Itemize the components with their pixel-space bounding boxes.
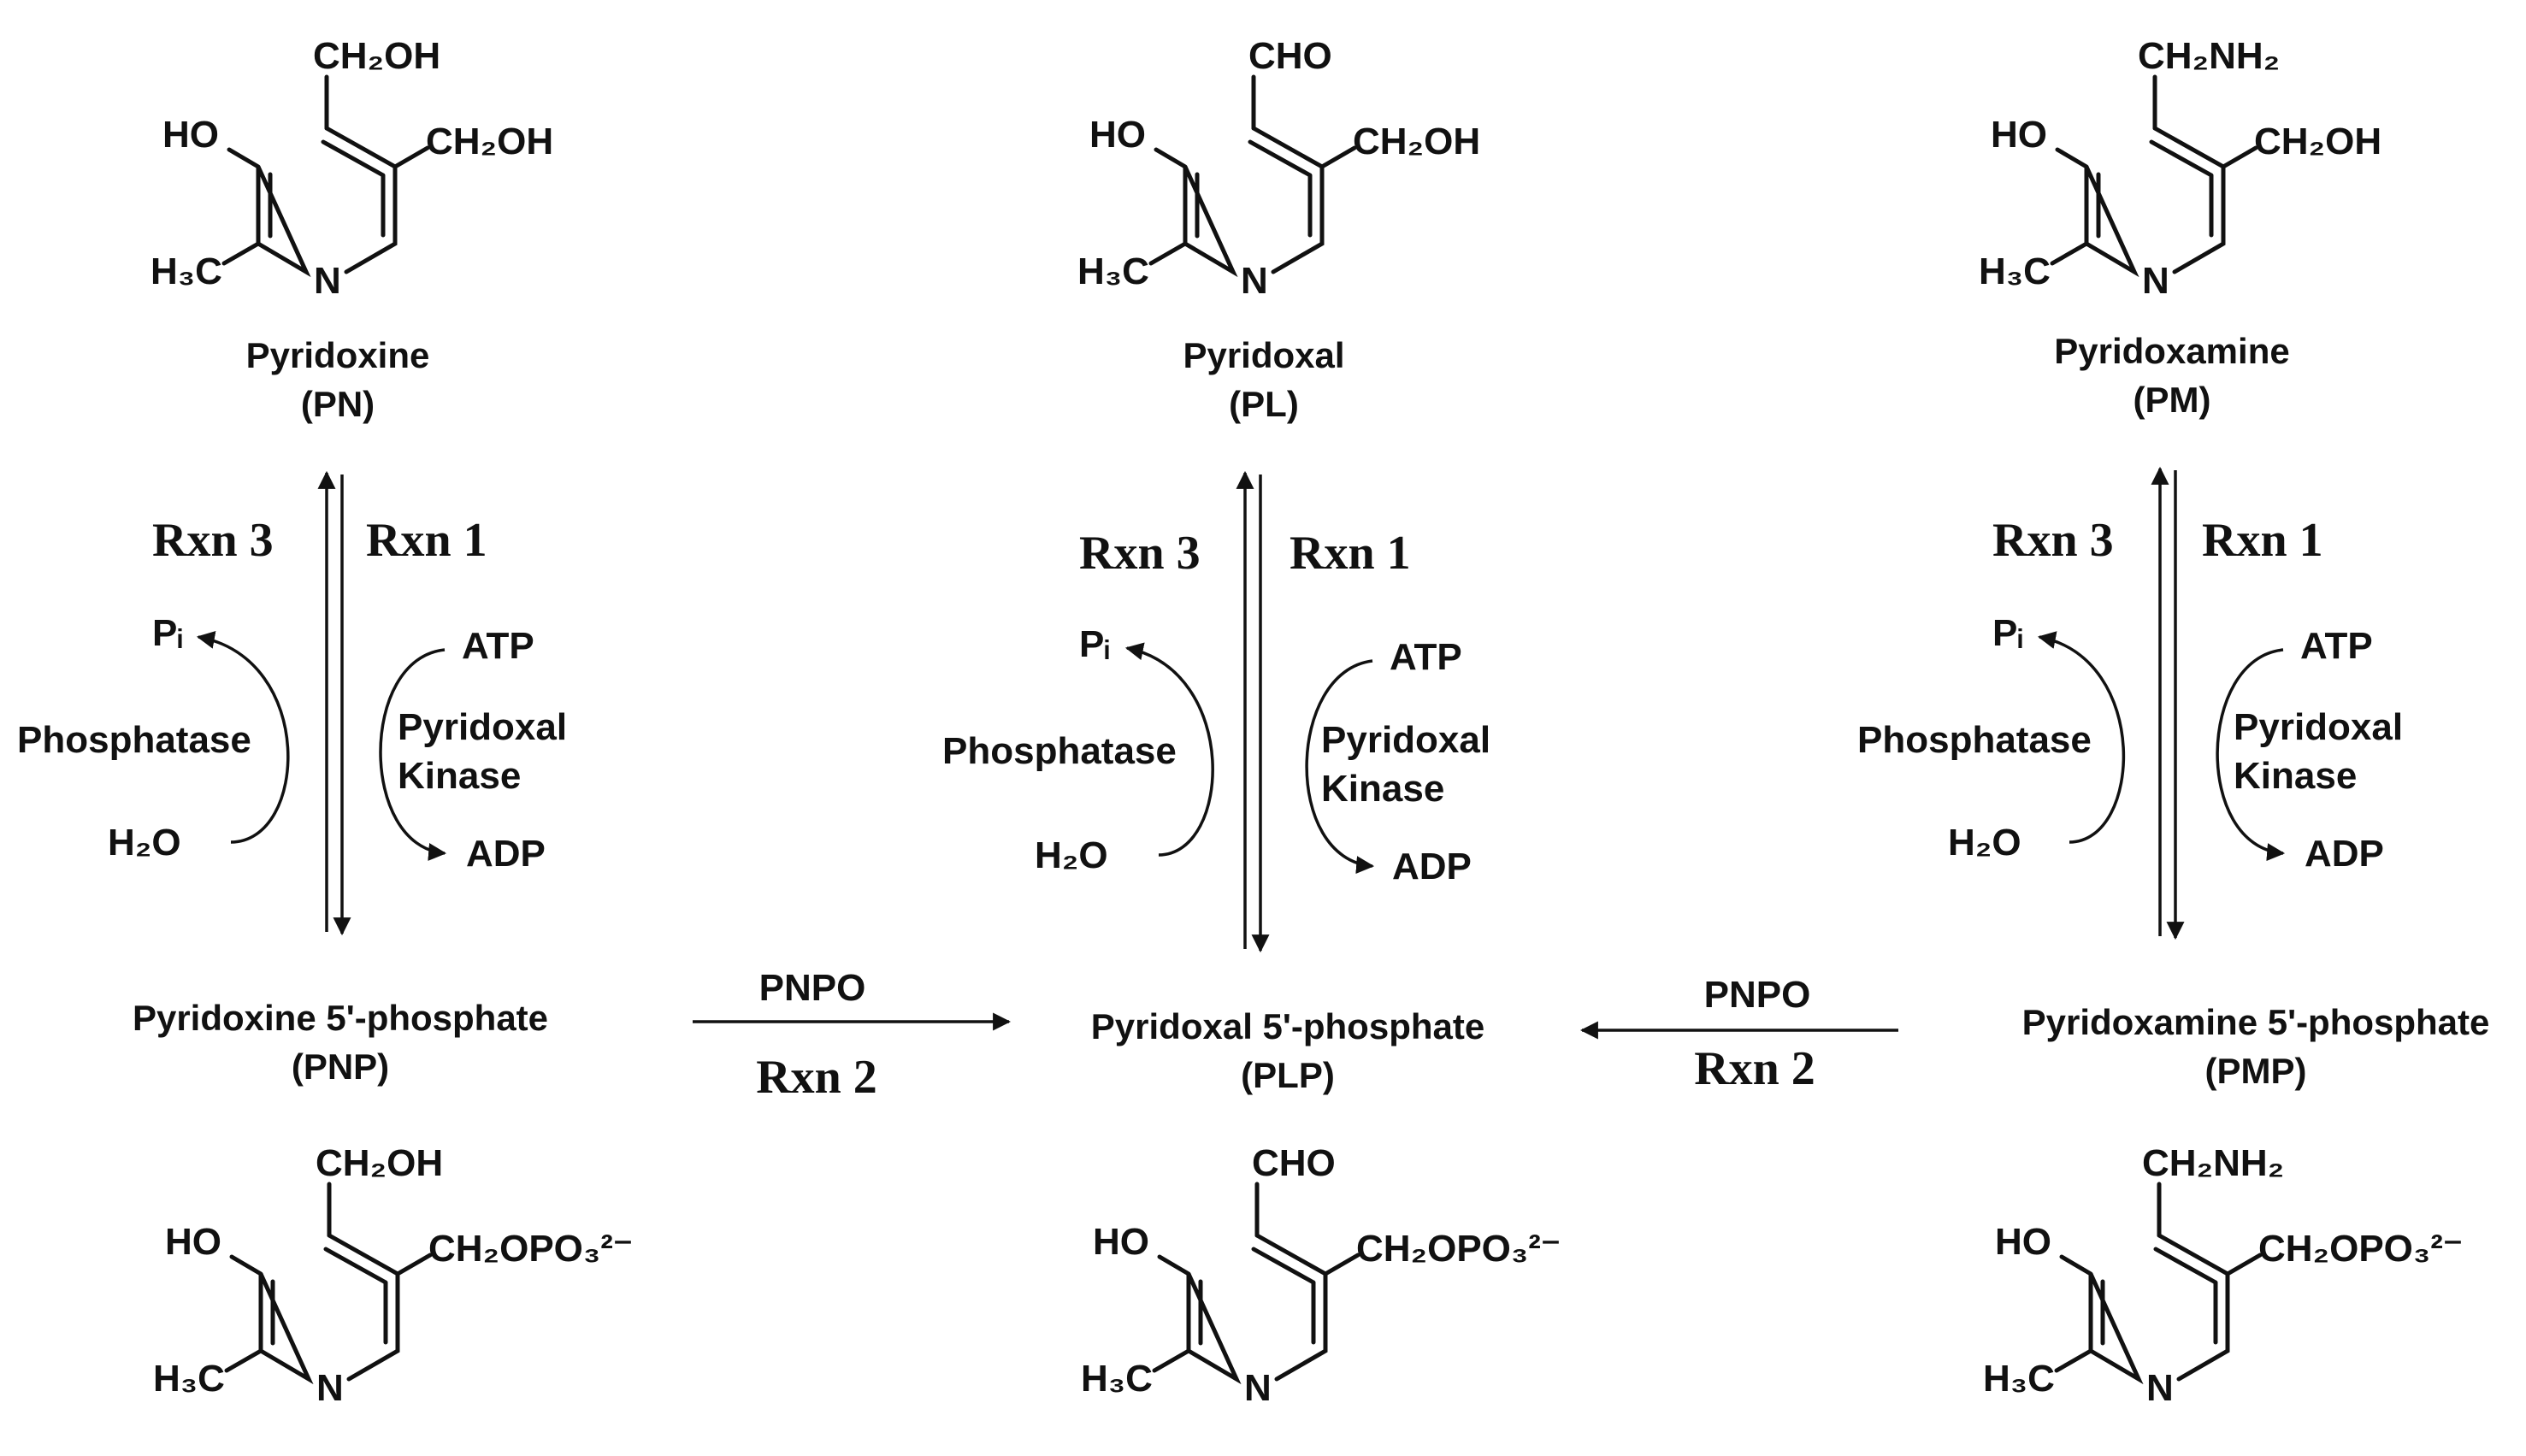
interconversion-pm-pmp: Rxn 3 Rxn 1 Pᵢ Phosphatase H₂O ATP Pyrid… xyxy=(1857,466,2403,940)
pyridine-ring xyxy=(1152,1182,1360,1385)
c2-substituent: H₃C xyxy=(1983,1358,2055,1400)
pyridine-ring xyxy=(2050,74,2258,278)
kinase-arrow xyxy=(379,648,447,861)
c3-substituent: HO xyxy=(162,114,219,156)
compound-abbr: (PMP) xyxy=(2205,1051,2307,1091)
rxn1-label: Rxn 1 xyxy=(2202,514,2323,567)
enzyme-label: PNPO xyxy=(759,967,866,1009)
rxn1-label: Rxn 1 xyxy=(366,514,487,567)
c5-substituent: CH₂OPO₃²⁻ xyxy=(1356,1228,1561,1270)
rxn3-label: Rxn 3 xyxy=(1992,514,2114,567)
compound-name: Pyridoxal 5'-phosphate xyxy=(1091,1006,1484,1046)
compound-abbr: (PLP) xyxy=(1241,1055,1335,1095)
atp-label: ATP xyxy=(462,625,534,667)
compound-name: Pyridoxamine 5'-phosphate xyxy=(2022,1002,2490,1042)
pi-label: Pᵢ xyxy=(1079,623,1110,665)
c5-substituent: CH₂OH xyxy=(2254,121,2381,162)
c4-substituent: CHO xyxy=(1248,35,1332,77)
pyridine-ring xyxy=(221,74,430,278)
phosphatase-label: Phosphatase xyxy=(942,730,1177,772)
kinase-label-line2: Kinase xyxy=(2234,755,2357,797)
compound-name: Pyridoxine 5'-phosphate xyxy=(133,998,548,1038)
kinase-arrow xyxy=(2216,648,2286,861)
pnpo-step-pmp-to-plp: PNPO Rxn 2 xyxy=(1579,974,1898,1095)
compound-name: Pyridoxamine xyxy=(2054,331,2289,371)
c2-substituent: H₃C xyxy=(1081,1358,1153,1400)
atp-label: ATP xyxy=(2300,625,2373,667)
c4-substituent: CH₂NH₂ xyxy=(2142,1142,2284,1184)
ring-nitrogen: N xyxy=(2146,1367,2174,1409)
h2o-label: H₂O xyxy=(1948,822,2021,864)
adp-label: ADP xyxy=(2305,833,2384,875)
c3-substituent: HO xyxy=(1991,114,2047,156)
phosphatase-label: Phosphatase xyxy=(17,719,251,761)
c3-substituent: HO xyxy=(1093,1221,1149,1263)
rxn2-label: Rxn 2 xyxy=(756,1051,877,1104)
c5-substituent: CH₂OPO₃²⁻ xyxy=(2258,1228,2463,1270)
c5-substituent: CH₂OH xyxy=(1353,121,1480,162)
rxn1-label: Rxn 1 xyxy=(1290,527,1411,580)
enzyme-label: PNPO xyxy=(1704,974,1811,1016)
interconversion-pn-pnp: Rxn 3 Rxn 1 Pᵢ Phosphatase H₂O ATP Pyrid… xyxy=(17,470,567,936)
phosphatase-arrow xyxy=(2037,631,2126,844)
compound-pnp: Pyridoxine 5'-phosphate (PNP) CH₂OH CH₂O… xyxy=(133,998,633,1409)
compound-pn: CH₂OH CH₂OH HO H₃C N Pyridoxine (PN) xyxy=(150,35,553,424)
interconversion-pl-plp: Rxn 3 Rxn 1 Pᵢ Phosphatase H₂O ATP Pyrid… xyxy=(942,470,1490,953)
kinase-label-line2: Kinase xyxy=(1321,768,1444,810)
pyridine-ring xyxy=(2054,1182,2263,1385)
compound-abbr: (PN) xyxy=(301,384,375,424)
c2-substituent: H₃C xyxy=(1077,251,1149,292)
compound-abbr: (PNP) xyxy=(292,1046,389,1087)
c2-substituent: H₃C xyxy=(153,1358,225,1400)
ring-nitrogen: N xyxy=(2142,260,2169,302)
c4-substituent: CHO xyxy=(1252,1142,1336,1184)
compound-name: Pyridoxine xyxy=(246,335,430,375)
compound-abbr: (PL) xyxy=(1229,384,1299,424)
compound-name: Pyridoxal xyxy=(1183,335,1344,375)
c4-substituent: CH₂OH xyxy=(313,35,440,77)
c2-substituent: H₃C xyxy=(1979,251,2051,292)
compound-pmp: Pyridoxamine 5'-phosphate (PMP) CH₂NH₂ C… xyxy=(1983,1002,2489,1409)
pi-label: Pᵢ xyxy=(152,612,183,654)
ring-nitrogen: N xyxy=(1241,260,1268,302)
adp-label: ADP xyxy=(466,833,546,875)
kinase-label-line1: Pyridoxal xyxy=(398,706,567,748)
kinase-label-line1: Pyridoxal xyxy=(1321,719,1490,761)
ring-nitrogen: N xyxy=(1244,1367,1272,1409)
kinase-label-line2: Kinase xyxy=(398,755,521,797)
h2o-label: H₂O xyxy=(108,822,181,864)
c3-substituent: HO xyxy=(165,1221,221,1263)
c3-substituent: HO xyxy=(1995,1221,2051,1263)
atp-label: ATP xyxy=(1390,636,1462,678)
compound-abbr: (PM) xyxy=(2134,380,2211,420)
c3-substituent: HO xyxy=(1089,114,1146,156)
compound-pm: CH₂NH₂ CH₂OH HO H₃C N Pyridoxamine (PM) xyxy=(1979,35,2381,420)
kinase-arrow xyxy=(1305,659,1375,874)
c4-substituent: CH₂OH xyxy=(316,1142,443,1184)
pyridine-ring xyxy=(1148,74,1357,278)
compound-plp: Pyridoxal 5'-phosphate (PLP) CHO CH₂OPO₃… xyxy=(1081,1006,1561,1409)
c2-substituent: H₃C xyxy=(150,251,222,292)
phosphatase-arrow xyxy=(196,631,290,844)
c4-substituent: CH₂NH₂ xyxy=(2138,35,2280,77)
rxn3-label: Rxn 3 xyxy=(1079,527,1201,580)
compound-pl: CHO CH₂OH HO H₃C N Pyridoxal (PL) xyxy=(1077,35,1480,424)
kinase-label-line1: Pyridoxal xyxy=(2234,706,2403,748)
rxn3-label: Rxn 3 xyxy=(152,514,274,567)
pyridine-ring xyxy=(224,1182,433,1385)
phosphatase-arrow xyxy=(1124,642,1214,857)
c5-substituent: CH₂OPO₃²⁻ xyxy=(428,1228,633,1270)
phosphatase-label: Phosphatase xyxy=(1857,719,2092,761)
h2o-label: H₂O xyxy=(1035,834,1108,876)
ring-nitrogen: N xyxy=(316,1367,344,1409)
pnpo-step-pnp-to-plp: PNPO Rxn 2 xyxy=(693,967,1012,1104)
pi-label: Pᵢ xyxy=(1992,612,2023,654)
ring-nitrogen: N xyxy=(314,260,341,302)
adp-label: ADP xyxy=(1392,846,1472,887)
c5-substituent: CH₂OH xyxy=(426,121,553,162)
rxn2-label: Rxn 2 xyxy=(1694,1042,1815,1095)
